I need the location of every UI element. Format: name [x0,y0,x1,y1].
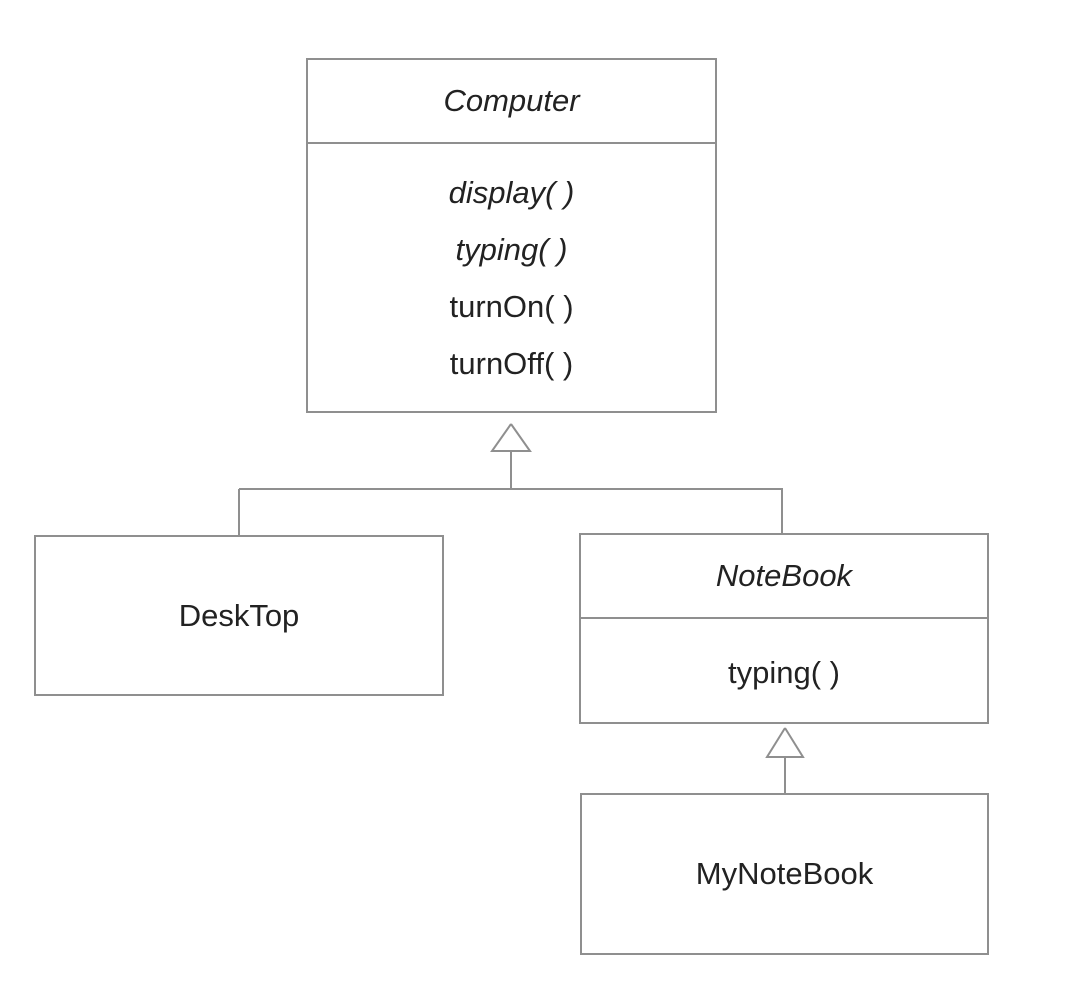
class-desktop: DeskTop [34,535,444,696]
class-computer-name-section: Computer [308,60,715,144]
computer-generalization-triangle [490,423,532,452]
class-notebook-name-section: NoteBook [581,535,987,619]
notebook-generalization-triangle [765,727,805,758]
operation-display: display( ) [448,175,575,210]
class-computer-name: Computer [443,83,580,118]
class-desktop-name-section: DeskTop [36,537,442,694]
class-notebook: NoteBook typing( ) [579,533,989,724]
operation-turnoff: turnOff( ) [449,346,574,381]
class-notebook-name: NoteBook [715,558,853,593]
class-mynotebook-name: MyNoteBook [695,856,874,891]
class-computer-operations: display( ) typing( ) turnOn( ) turnOff( … [308,144,715,413]
operation-typing: typing( ) [455,232,568,267]
class-desktop-name: DeskTop [178,597,300,633]
class-mynotebook-name-section: MyNoteBook [582,795,987,953]
operation-turnon: turnOn( ) [449,289,574,324]
class-computer: Computer display( ) typing( ) turnOn( ) … [306,58,717,413]
operation-typing: typing( ) [728,655,840,690]
class-mynotebook: MyNoteBook [580,793,989,955]
class-notebook-operations: typing( ) [581,619,987,722]
